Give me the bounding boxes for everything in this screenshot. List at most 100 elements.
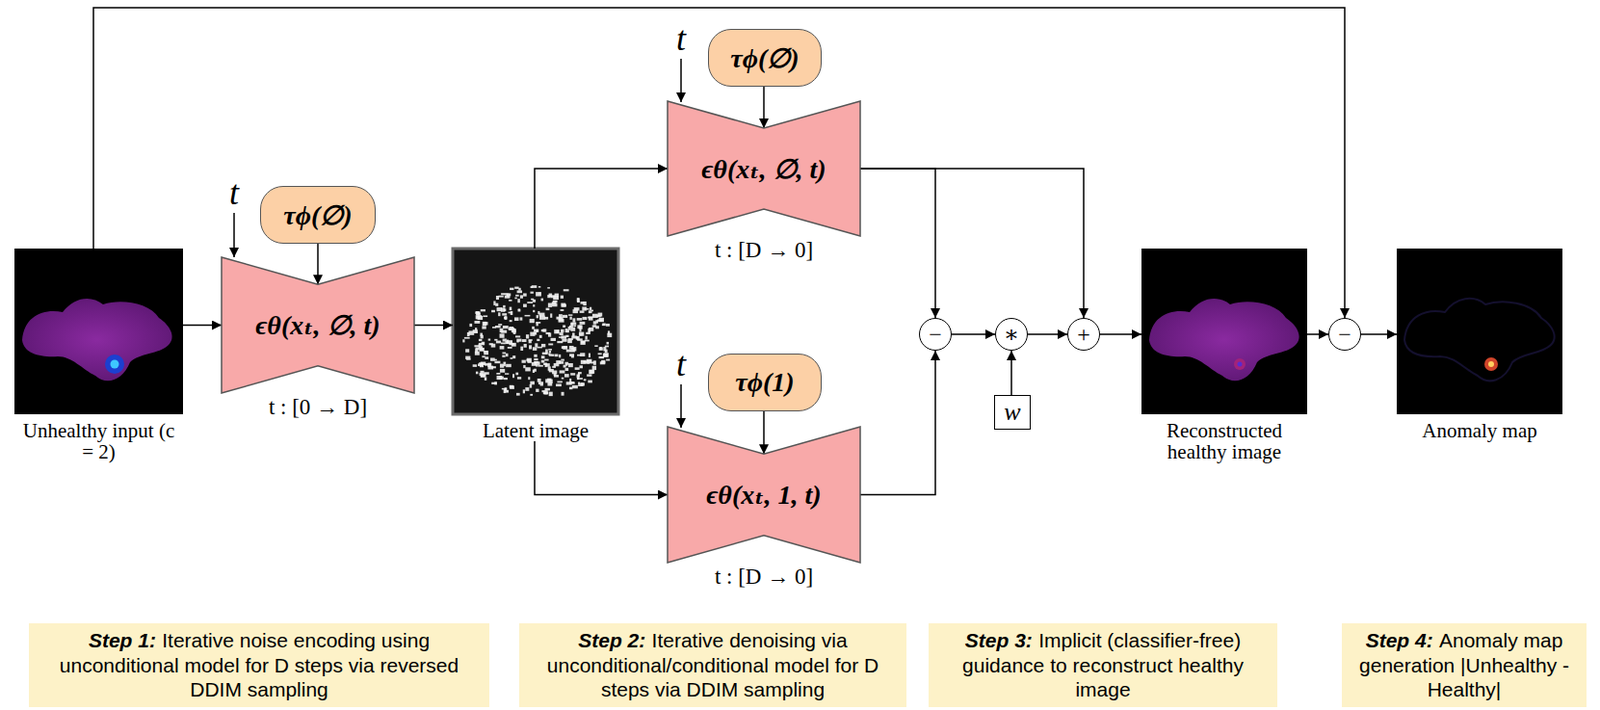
embedding-pill: τϕ(1) (708, 353, 822, 412)
noise-speck (483, 350, 489, 355)
noise-speck (520, 294, 524, 298)
noise-speck (595, 325, 600, 329)
flow-arrow (860, 168, 1084, 318)
noise-speck (563, 288, 570, 291)
noise-speck (592, 366, 597, 370)
noise-speck (505, 353, 509, 357)
noise-speck (478, 339, 482, 341)
noise-speck (569, 316, 572, 320)
noise-speck (547, 378, 551, 382)
noise-speck (603, 353, 608, 358)
noise-speck (571, 381, 576, 384)
noise-speck (525, 334, 529, 339)
noise-speck (576, 336, 578, 340)
noise-speck (575, 367, 580, 370)
timestep-arrow (680, 58, 682, 103)
noise-speck (578, 365, 582, 368)
noise-speck (572, 332, 575, 337)
operator-symbol: ∗ (1003, 322, 1020, 346)
anomaly-image (1396, 248, 1563, 415)
noise-speck (524, 387, 529, 392)
noise-speck (561, 392, 565, 396)
noise-speck (508, 342, 515, 345)
noise-speck (554, 293, 560, 298)
noise-speck (506, 292, 512, 296)
noise-speck (556, 381, 562, 384)
noise-speck (503, 308, 507, 312)
noise-speck (526, 301, 533, 304)
weight-box: w (994, 394, 1031, 430)
noise-speck (546, 308, 551, 311)
noise-speck (501, 355, 505, 358)
noise-speck (484, 363, 491, 367)
noise-speck (496, 340, 501, 344)
noise-speck (581, 306, 587, 311)
noise-speck (498, 312, 500, 316)
noise-speck (518, 309, 522, 313)
noise-speck (523, 292, 527, 296)
noise-speck (573, 324, 577, 327)
noise-speck (542, 352, 549, 355)
noise-speck (541, 298, 545, 302)
noise-speck (545, 363, 550, 368)
noise-speck (587, 328, 591, 333)
noise-speck (483, 321, 489, 325)
step-heading: Step 1: (88, 629, 157, 652)
noise-speck (553, 329, 560, 334)
noise-speck (577, 324, 581, 329)
noise-speck (579, 352, 585, 357)
unet-model: ϵθ(xₜ, ∅, t)t : [D → 0] (667, 101, 861, 237)
flow-arrow (1361, 333, 1397, 336)
embedding-pill: τϕ(∅) (260, 185, 376, 244)
noise-speck (570, 372, 576, 375)
noise-speck (507, 346, 513, 349)
flow-arrow (951, 333, 996, 336)
noise-speck (540, 383, 544, 386)
noise-speck (529, 318, 535, 323)
noise-speck (560, 335, 567, 339)
noise-speck (572, 385, 578, 389)
unet-model: ϵθ(xₜ, 1, t)t : [D → 0] (667, 426, 861, 563)
noise-speck (577, 297, 579, 302)
noise-speck (553, 374, 559, 378)
noise-speck (602, 322, 605, 326)
flow-arrow (316, 243, 319, 285)
noise-speck (579, 310, 585, 313)
noise-speck (509, 307, 513, 311)
noise-speck (520, 346, 524, 351)
noise-speck (553, 363, 560, 367)
operator-circle: ∗ (995, 317, 1028, 351)
noise-speck (523, 365, 525, 368)
noise-speck (534, 342, 538, 347)
noise-speck (479, 347, 485, 351)
noise-speck (531, 326, 535, 330)
noise-speck (517, 376, 522, 379)
noise-speck (535, 329, 539, 333)
noise-speck (561, 339, 567, 342)
noise-speck (549, 350, 551, 353)
noise-speck (523, 389, 525, 394)
noise-speck (502, 325, 509, 329)
flow-arrow (183, 324, 222, 327)
operator-symbol: − (1337, 322, 1352, 346)
noise-speck (535, 321, 541, 324)
noise-speck (512, 355, 516, 359)
step-box: Step 4:Anomaly map generation |Unhealthy… (1341, 623, 1587, 708)
noise-speck (555, 330, 559, 334)
noise-speck (568, 338, 574, 341)
noise-speck (548, 342, 553, 345)
noise-speck (569, 382, 576, 385)
noise-speck (496, 372, 500, 375)
noise-speck (482, 314, 488, 317)
embedding-label: τϕ(∅) (283, 199, 352, 232)
noise-speck (586, 373, 592, 376)
model-formula: ϵθ(xₜ, ∅, t) (255, 309, 380, 341)
noise-speck (539, 335, 543, 339)
noise-speck (476, 313, 481, 316)
noise-speck (548, 348, 552, 351)
noise-speck (503, 389, 507, 394)
flow-arrow (860, 168, 936, 318)
noise-speck (535, 291, 542, 296)
noise-speck (510, 357, 514, 360)
noise-speck (491, 382, 497, 385)
